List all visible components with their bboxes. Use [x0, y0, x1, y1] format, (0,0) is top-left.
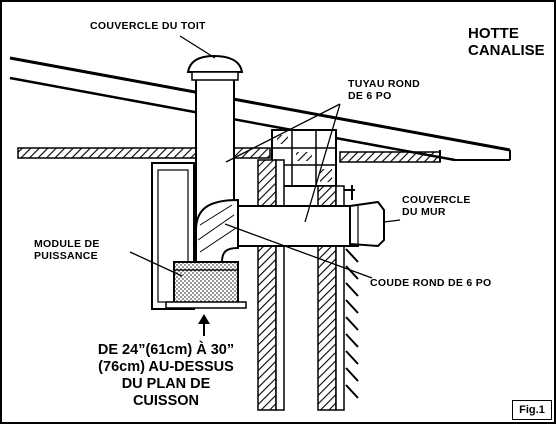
height-note-line-4: CUISSON: [132, 393, 200, 410]
label-round-elbow: COUDE ROND DE 6 PO: [370, 277, 492, 289]
wall-cap: [349, 200, 385, 248]
label-round-pipe-line-1: TUYAU ROND: [348, 78, 421, 90]
power-module: [165, 261, 247, 309]
label-power-module-line-1: MODULE DE: [34, 238, 100, 250]
roof: [9, 56, 511, 162]
label-wall-cap: COUVERCLE DU MUR: [402, 194, 471, 218]
label-power-module: MODULE DE PUISSANCE: [34, 238, 100, 262]
height-note-line-1: DE 24”(61cm) À 30”: [97, 342, 235, 358]
mounting-height-note: DE 24”(61cm) À 30” (76cm) AU-DESSUS DU P…: [50, 342, 282, 410]
title-line-2: CANALISE: [468, 41, 545, 59]
horizontal-round-pipe: [237, 205, 359, 247]
roof-framing: [271, 129, 337, 187]
label-round-pipe: TUYAU ROND DE 6 PO: [348, 78, 420, 102]
page-title: HOTTE CANALISE: [468, 25, 545, 60]
title-line-1: HOTTE: [468, 25, 519, 42]
figure-label: Fig.1: [512, 400, 552, 420]
label-roof-cap: COUVERCLE DU TOIT: [90, 20, 206, 32]
label-round-pipe-line-2: DE 6 PO: [348, 90, 392, 103]
roof-cap: [186, 54, 244, 81]
label-wall-cap-line-2: DU MUR: [402, 206, 446, 219]
label-wall-cap-line-1: COUVERCLE: [402, 194, 471, 206]
round-elbow: [195, 198, 239, 263]
label-power-module-line-2: PUISSANCE: [34, 250, 98, 263]
height-note-line-2: (76cm) AU-DESSUS: [98, 359, 234, 376]
height-note-line-3: DU PLAN DE: [121, 376, 211, 393]
leader-lines: [129, 35, 401, 279]
up-arrow: [198, 314, 210, 336]
